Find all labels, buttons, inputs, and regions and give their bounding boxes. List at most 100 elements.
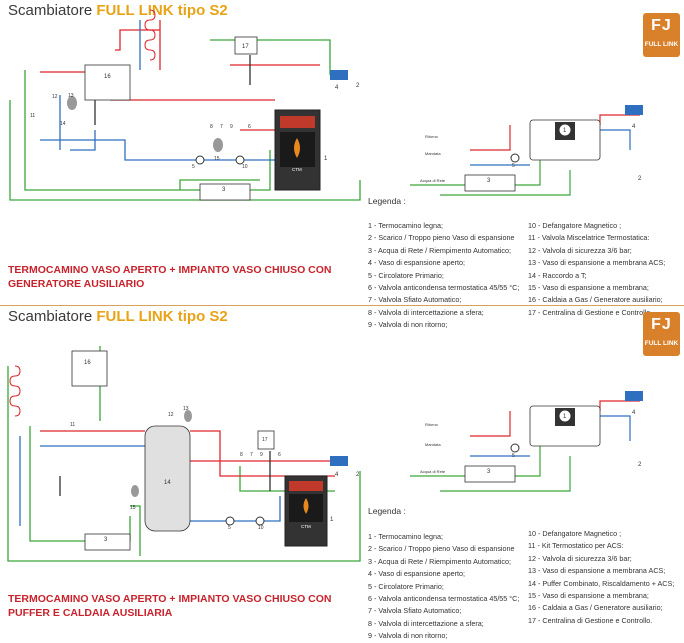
svg-text:3: 3 xyxy=(487,178,491,184)
svg-text:CTM: CTM xyxy=(301,524,311,529)
legend-item: 14 - Puffer Combinato, Riscaldamento + A… xyxy=(528,578,675,588)
legend-item: 8 - Valvola di intercettazione a sfera; xyxy=(368,618,484,628)
main-hydraulic-diagram: 16 17 14 CTM 1 4 2 3 13 12 15 11 5 10 8 … xyxy=(7,346,361,562)
svg-text:12: 12 xyxy=(168,412,174,418)
fireplace-brand: CTM xyxy=(292,167,302,172)
fireplace-label: 1 xyxy=(324,156,328,162)
exchanger-label: 1 xyxy=(563,128,567,134)
legend-item: 1 - Termocamino legna; xyxy=(368,221,443,230)
svg-text:4: 4 xyxy=(632,124,636,130)
legend-item: 12 - Valvola di sicurezza 3/6 bar; xyxy=(528,245,632,255)
svg-text:15: 15 xyxy=(214,156,220,162)
legend-title: Legenda : xyxy=(368,196,406,206)
section-title: Scambiatore FULL LINK tipo S2 xyxy=(8,2,228,19)
legend-item: 9 - Valvola di non ritorno; xyxy=(368,631,448,641)
main-hydraulic-diagram: 16 17 CTM 1 4 2 3 13 15 12 14 11 8 7 9 1… xyxy=(9,9,361,201)
section-generatore-ausiliario: Scambiatore FULL LINK tipo S2 FJ FULL LI… xyxy=(0,0,684,329)
svg-text:9: 9 xyxy=(260,452,263,458)
svg-text:Acqua di Rete: Acqua di Rete xyxy=(420,178,446,183)
svg-text:14: 14 xyxy=(60,121,66,127)
legend-item: 2 - Scarico / Troppo pieno Vaso di espan… xyxy=(368,233,515,243)
legend-item: 16 - Caldaia a Gas / Generatore ausiliar… xyxy=(528,295,663,305)
legend-item: 11 - Valvola Miscelatrice Termostatica: xyxy=(528,233,650,243)
section-caption: TERMOCAMINO VASO APERTO + IMPIANTO VASO … xyxy=(8,593,332,619)
legend-item: 11 - Kit Termostatico per ACS: xyxy=(528,541,624,551)
pump-icon xyxy=(235,155,245,165)
svg-text:15: 15 xyxy=(130,505,136,511)
svg-text:14: 14 xyxy=(164,480,171,486)
legend-item: 7 - Valvola Sfiato Automatico; xyxy=(368,606,462,616)
legend-item: 5 - Circolatore Primario; xyxy=(368,270,444,280)
section-divider xyxy=(0,305,684,306)
svg-text:5: 5 xyxy=(512,163,515,169)
exchanger-detail-diagram: 1 4 2 3 Acqua di Rete Ritorno Mandata 5 xyxy=(410,391,643,492)
legend-item: 17 - Centralina di Gestione e Controllo. xyxy=(528,307,653,317)
svg-text:12: 12 xyxy=(52,94,58,100)
svg-text:11: 11 xyxy=(70,422,75,428)
drain-label: 2 xyxy=(356,83,360,89)
legend-item: 7 - Valvola Sfiato Automatico; xyxy=(368,295,462,305)
legend-item: 10 - Defangatore Magnetico ; xyxy=(528,221,622,230)
legend-item: 4 - Vaso di espansione aperto; xyxy=(368,258,465,268)
controller-label: 17 xyxy=(242,44,249,50)
svg-text:2: 2 xyxy=(638,462,642,468)
svg-text:1: 1 xyxy=(563,414,567,420)
legend-title: Legenda : xyxy=(368,506,406,516)
legend-item: 13 - Vaso di espansione a membrana ACS; xyxy=(528,566,666,576)
legend-left: 1 - Termocamino legna; 2 - Scarico / Tro… xyxy=(368,220,519,332)
svg-text:Ritorno: Ritorno xyxy=(425,134,439,139)
legend-item: 8 - Valvola di intercettazione a sfera; xyxy=(368,307,484,317)
svg-text:9: 9 xyxy=(230,124,233,130)
legend-item: 5 - Circolatore Primario; xyxy=(368,581,444,591)
legend-right: 10 - Defangatore Magnetico ; 11 - Valvol… xyxy=(528,220,665,319)
legend-item: 9 - Valvola di non ritorno; xyxy=(368,320,448,330)
svg-text:2: 2 xyxy=(638,176,642,182)
legend-item: 6 - Valvola anticondensa termostatica 45… xyxy=(368,594,520,604)
acs-vessel xyxy=(67,96,77,110)
svg-text:10: 10 xyxy=(242,164,248,170)
svg-text:5: 5 xyxy=(192,164,195,170)
svg-text:5: 5 xyxy=(228,525,231,531)
legend-item: 1 - Termocamino legna; xyxy=(368,532,443,541)
legend-item: 15 - Vaso di espansione a membrana; xyxy=(528,591,649,601)
svg-text:4: 4 xyxy=(335,472,339,478)
svg-text:6: 6 xyxy=(248,124,251,130)
svg-text:5: 5 xyxy=(512,453,515,459)
svg-text:7: 7 xyxy=(250,452,253,458)
open-tank-label: 4 xyxy=(335,85,339,91)
svg-text:10: 10 xyxy=(258,525,264,531)
svg-text:4: 4 xyxy=(632,410,636,416)
svg-text:2: 2 xyxy=(356,472,360,478)
full-link-logo: FJ FULL LINK xyxy=(643,312,680,356)
svg-text:3: 3 xyxy=(104,537,108,543)
boiler-label: 16 xyxy=(104,74,111,80)
legend-item: 4 - Vaso di espansione aperto; xyxy=(368,569,465,579)
legend-right: 10 - Defangatore Magnetico ; 11 - Kit Te… xyxy=(528,528,674,627)
section-puffer-caldaia: Scambiatore FULL LINK tipo S2 FJ FULL LI… xyxy=(0,306,684,640)
svg-text:Ritorno: Ritorno xyxy=(425,422,439,427)
legend-left: 1 - Termocamino legna; 2 - Scarico / Tro… xyxy=(368,531,519,643)
svg-text:8: 8 xyxy=(240,452,243,458)
svg-text:7: 7 xyxy=(220,124,223,130)
exchanger-detail-diagram: 1 4 2 3 Acqua di Rete Ritorno Mandata 5 xyxy=(410,105,643,196)
svg-text:13: 13 xyxy=(183,406,189,412)
section-title: Scambiatore FULL LINK tipo S2 xyxy=(8,308,228,325)
legend-item: 15 - Vaso di espansione a membrana; xyxy=(528,283,649,293)
legend-item: 17 - Centralina di Gestione e Controllo. xyxy=(528,615,653,625)
full-link-logo: FJ FULL LINK xyxy=(643,13,680,57)
legend-item: 16 - Caldaia a Gas / Generatore ausiliar… xyxy=(528,603,663,613)
svg-text:Mandata: Mandata xyxy=(425,151,441,156)
svg-text:1: 1 xyxy=(330,517,334,523)
legend-item: 6 - Valvola anticondensa termostatica 45… xyxy=(368,283,520,293)
legend-item: 3 - Acqua di Rete / Riempimento Automati… xyxy=(368,245,512,255)
svg-text:13: 13 xyxy=(68,93,74,99)
legend-item: 13 - Vaso di espansione a membrana ACS; xyxy=(528,258,666,268)
legend-item: 12 - Valvola di sicurezza 3/6 bar; xyxy=(528,553,632,563)
svg-text:3: 3 xyxy=(487,469,491,475)
legend-item: 10 - Defangatore Magnetico ; xyxy=(528,529,622,538)
svg-text:11: 11 xyxy=(30,113,35,119)
svg-text:8: 8 xyxy=(210,124,213,130)
legend-item: 3 - Acqua di Rete / Riempimento Automati… xyxy=(368,556,512,566)
svg-text:6: 6 xyxy=(278,452,281,458)
svg-text:Acqua di Rete: Acqua di Rete xyxy=(420,469,446,474)
